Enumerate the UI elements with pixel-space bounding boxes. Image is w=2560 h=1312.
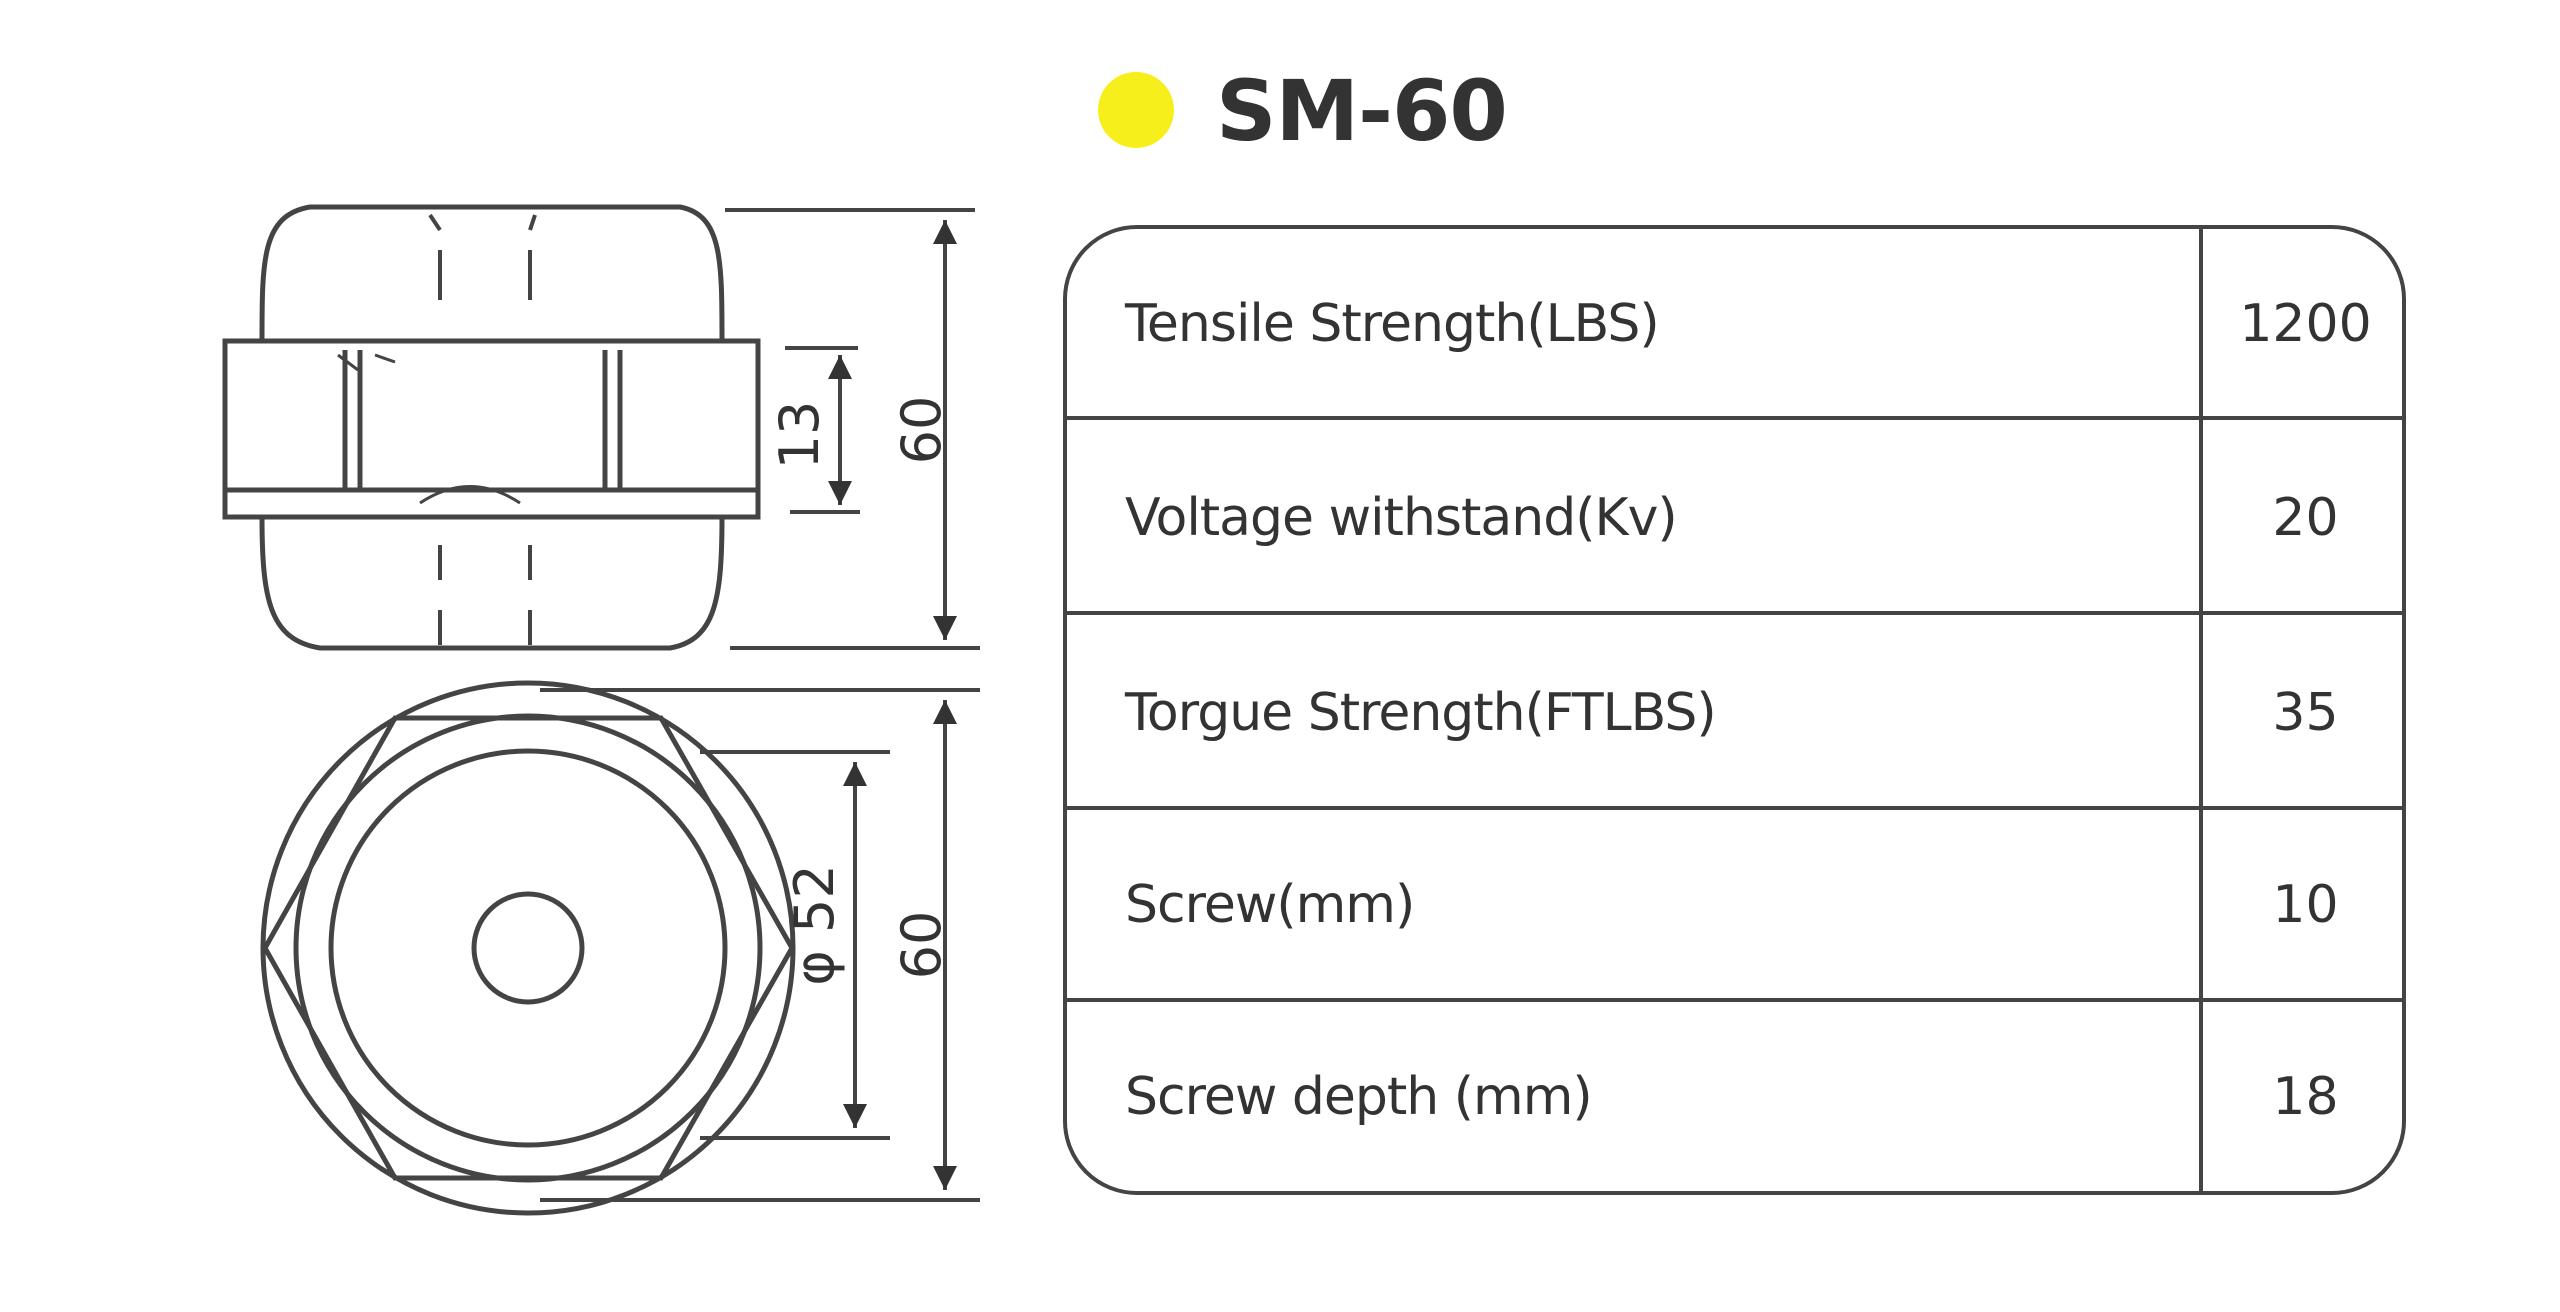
spec-row: Torgue Strength(FTLBS) 35 xyxy=(1067,615,2402,810)
base-height-label: 60 xyxy=(890,911,953,980)
side-height-label: 60 xyxy=(890,396,953,465)
spec-table: Tensile Strength(LBS) 1200 Voltage withs… xyxy=(1063,225,2406,1195)
top-dimensions xyxy=(540,688,980,1202)
side-dimensions xyxy=(725,208,980,650)
spec-value: 10 xyxy=(2272,875,2339,935)
spec-label: Screw(mm) xyxy=(1125,875,1415,935)
row-divider xyxy=(1067,998,2402,1002)
spec-row: Screw(mm) 10 xyxy=(1067,810,2402,1000)
spec-row: Screw depth (mm) 18 xyxy=(1067,1002,2402,1191)
inner-diameter-label: φ 52 xyxy=(783,864,846,986)
spec-label: Torgue Strength(FTLBS) xyxy=(1125,682,1717,743)
row-divider xyxy=(1067,416,2402,420)
spec-value: 35 xyxy=(2272,682,2339,743)
band-height-label: 13 xyxy=(768,401,831,470)
side-view xyxy=(222,204,761,651)
spec-value: 1200 xyxy=(2239,293,2372,354)
spec-label: Voltage withstand(Kv) xyxy=(1125,487,1678,548)
yellow-dot-icon xyxy=(1098,72,1174,148)
spec-row: Tensile Strength(LBS) 1200 xyxy=(1067,229,2402,418)
spec-value: 20 xyxy=(2272,487,2339,548)
spec-value: 18 xyxy=(2272,1067,2339,1127)
product-title: SM-60 xyxy=(1216,62,1508,160)
column-divider xyxy=(2199,229,2203,1191)
row-divider xyxy=(1067,611,2402,615)
spec-label: Screw depth (mm) xyxy=(1125,1067,1593,1127)
spec-row: Voltage withstand(Kv) 20 xyxy=(1067,420,2402,615)
top-view xyxy=(260,680,796,1216)
row-divider xyxy=(1067,806,2402,810)
spec-label: Tensile Strength(LBS) xyxy=(1125,293,1660,354)
